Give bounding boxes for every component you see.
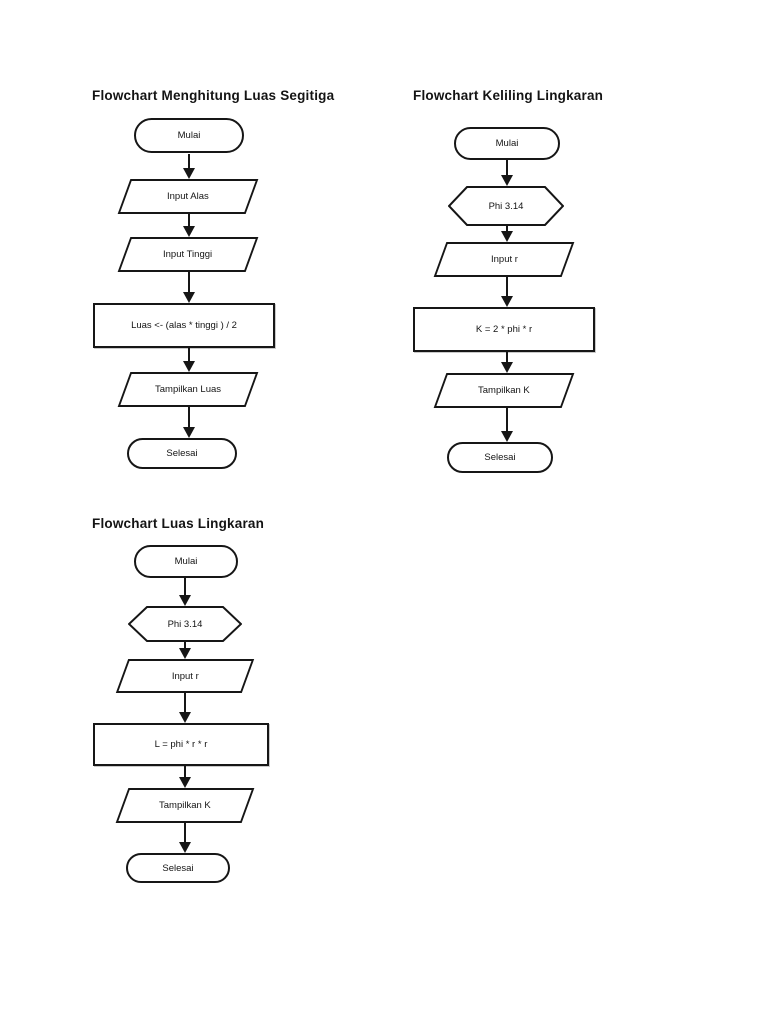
flow-arrow	[182, 272, 196, 303]
arrow-shaft	[188, 154, 190, 168]
hexagon-shape	[128, 606, 242, 642]
terminator-end: Selesai	[127, 438, 237, 469]
chart-title: Flowchart Keliling Lingkaran	[413, 88, 604, 103]
arrow-shaft	[184, 693, 186, 712]
arrow-head-icon	[501, 362, 513, 373]
node-label: L = phi * r * r	[154, 739, 208, 750]
flow-arrow	[178, 642, 192, 659]
node-label: Input r	[490, 254, 518, 265]
flow-arrow	[182, 214, 196, 237]
arrow-shaft	[184, 766, 186, 777]
io-node: Tampilkan K	[433, 373, 575, 408]
arrow-head-icon	[183, 361, 195, 372]
node-label: Phi 3.14	[488, 200, 524, 212]
process-node: Luas <- (alas * tinggi ) / 2	[93, 303, 275, 348]
flow-arrow	[500, 226, 514, 242]
arrow-shaft	[184, 578, 186, 595]
arrow-shaft	[188, 407, 190, 427]
flow-arrow	[178, 823, 192, 853]
arrow-head-icon	[179, 648, 191, 659]
arrow-shaft	[188, 272, 190, 292]
node-label: Luas <- (alas * tinggi ) / 2	[131, 320, 237, 331]
node-label: Tampilkan Luas	[154, 384, 221, 395]
arrow-head-icon	[179, 842, 191, 853]
flow-arrow	[182, 154, 196, 179]
io-node: Tampilkan K	[115, 788, 255, 823]
arrow-shaft	[506, 408, 508, 431]
node-label: Selesai	[162, 862, 194, 874]
node-label: Mulai	[495, 138, 519, 149]
flow-arrow	[178, 578, 192, 606]
terminator-end: Selesai	[447, 442, 553, 473]
node-label: Mulai	[177, 130, 201, 141]
arrow-head-icon	[183, 168, 195, 179]
flow-arrow	[500, 352, 514, 373]
terminator-start: Mulai	[454, 127, 560, 160]
arrow-shaft	[506, 226, 508, 231]
arrow-shaft	[188, 348, 190, 361]
flow-arrow	[178, 766, 192, 788]
io-node: Input Tinggi	[117, 237, 259, 272]
preparation-node: Phi 3.14	[448, 186, 564, 226]
node-label: Tampilkan K	[159, 800, 211, 811]
terminator-start: Mulai	[134, 545, 238, 578]
process-node: K = 2 * phi * r	[413, 307, 595, 352]
terminator-end: Selesai	[126, 853, 230, 883]
flow-arrow	[182, 407, 196, 438]
flow-arrow	[500, 160, 514, 186]
arrow-shaft	[506, 277, 508, 296]
arrow-head-icon	[179, 777, 191, 788]
flow-arrow	[500, 408, 514, 442]
flow-arrow	[178, 693, 192, 723]
arrow-head-icon	[501, 175, 513, 186]
flow-arrow	[182, 348, 196, 372]
node-label: Selesai	[484, 452, 516, 463]
arrow-head-icon	[179, 595, 191, 606]
node-label: Input r	[171, 670, 199, 682]
arrow-shaft	[506, 352, 508, 362]
arrow-shaft	[184, 642, 186, 648]
node-label: Tampilkan K	[478, 385, 530, 396]
process-node: L = phi * r * r	[93, 723, 269, 766]
hexagon-shape	[448, 186, 564, 226]
arrow-shaft	[506, 160, 508, 175]
chart-title: Flowchart Luas Lingkaran	[92, 516, 265, 531]
arrow-shaft	[188, 214, 190, 226]
node-label: Phi 3.14	[167, 618, 203, 630]
arrow-head-icon	[501, 231, 513, 242]
io-node: Tampilkan Luas	[117, 372, 259, 407]
arrow-head-icon	[501, 431, 513, 442]
io-node: Input r	[433, 242, 575, 277]
arrow-head-icon	[501, 296, 513, 307]
preparation-node: Phi 3.14	[128, 606, 242, 642]
arrow-head-icon	[183, 226, 195, 237]
arrow-head-icon	[179, 712, 191, 723]
node-label: Input Alas	[167, 191, 209, 202]
node-label: Selesai	[166, 448, 198, 459]
io-node: Input Alas	[117, 179, 259, 214]
node-label: K = 2 * phi * r	[475, 324, 533, 335]
flow-arrow	[500, 277, 514, 307]
io-node: Input r	[115, 659, 255, 693]
node-label: Mulai	[174, 556, 198, 567]
arrow-shaft	[184, 823, 186, 842]
terminator-start: Mulai	[134, 118, 244, 153]
chart-title: Flowchart Menghitung Luas Segitiga	[92, 88, 335, 103]
arrow-head-icon	[183, 292, 195, 303]
node-label: Input Tinggi	[163, 249, 213, 260]
arrow-head-icon	[183, 427, 195, 438]
